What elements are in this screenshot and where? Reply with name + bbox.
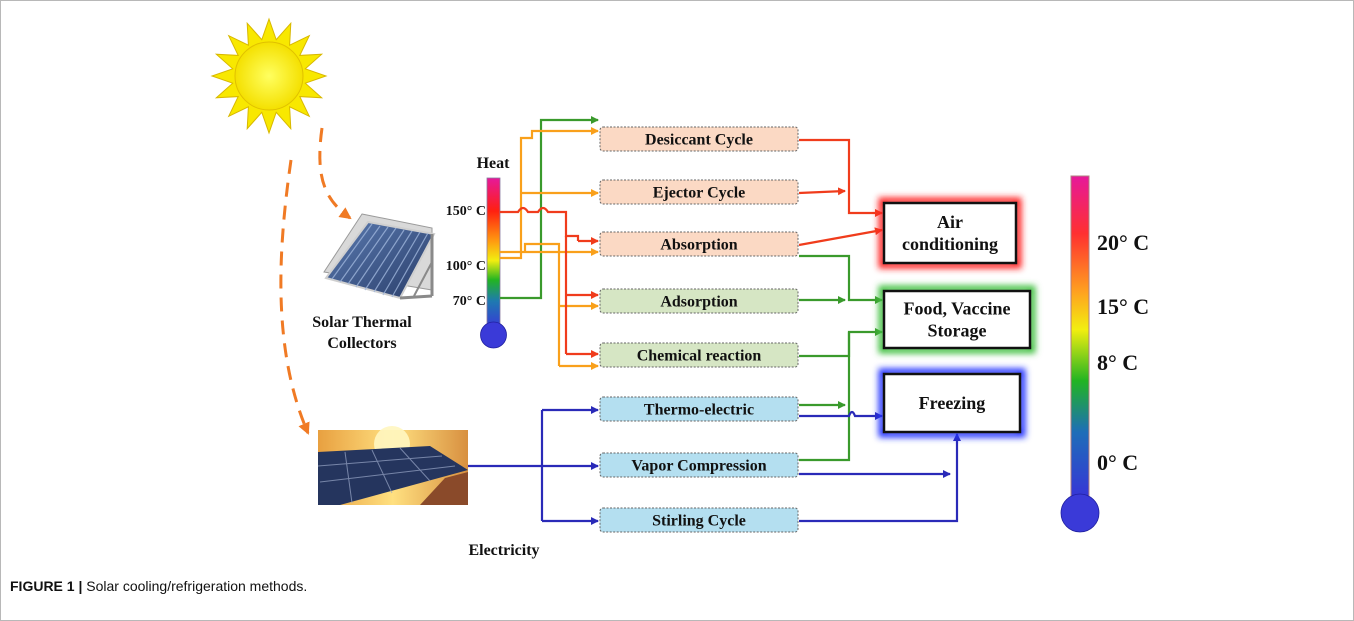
connector-absorption-to-air	[798, 227, 883, 247]
output-box-food-vaccine-storage	[882, 289, 1032, 350]
output-label-freezing-line1: Freezing	[919, 393, 986, 413]
method-label-ejector-cycle: Ejector Cycle	[653, 185, 746, 202]
method-box-thermo-electric	[599, 396, 799, 422]
method-label-adsorption: Adsorption	[660, 294, 737, 311]
heat-title: Heat	[477, 155, 511, 172]
output-glow-food-vaccine-storage	[878, 285, 1036, 354]
scale-temp-8: 8° C	[1097, 350, 1138, 375]
sun-to-pv-arrow	[279, 159, 310, 435]
method-box-chemical-reaction	[599, 342, 799, 368]
collector-label-line2: Collectors	[327, 335, 396, 352]
heat-temp-70: 70° C	[453, 294, 486, 309]
method-label-vapor-compression: Vapor Compression	[631, 458, 766, 475]
connector-chemical-to-food	[799, 328, 883, 358]
scale-temp-20: 20° C	[1097, 230, 1149, 255]
output-label-food-vaccine-storage-line1: Food, Vaccine	[903, 299, 1010, 319]
method-label-stirling-cycle: Stirling Cycle	[652, 513, 746, 530]
method-box-ejector-cycle	[599, 179, 799, 205]
output-box-freezing	[882, 372, 1022, 434]
scale-temp-0: 0° C	[1097, 450, 1138, 475]
figure-caption-text: Solar cooling/refrigeration methods.	[86, 578, 308, 594]
sun-icon	[210, 17, 328, 135]
connector-desiccant-to-air	[799, 138, 883, 217]
sun-to-collector-arrow	[318, 127, 352, 220]
collector-label-line1: Solar Thermal	[312, 314, 412, 331]
figure-caption: FIGURE 1 | Solar cooling/refrigeration m…	[10, 578, 307, 594]
electricity-label: Electricity	[468, 542, 539, 559]
connector-absorption-to-food	[799, 254, 883, 304]
cooling-temperature-scale	[1060, 175, 1100, 533]
method-label-desiccant-cycle: Desiccant Cycle	[645, 132, 753, 149]
photovoltaic-panel-icon	[317, 426, 468, 505]
connector-stirling-to-freezing	[799, 433, 961, 523]
method-label-chemical-reaction: Chemical reaction	[637, 348, 762, 365]
method-box-desiccant-cycle	[599, 126, 799, 152]
heat-temp-100: 100° C	[446, 259, 486, 274]
output-glow-freezing	[878, 368, 1026, 438]
method-box-vapor-compression	[599, 452, 799, 478]
output-label-food-vaccine-storage-line2: Storage	[928, 321, 987, 341]
flow-connectors	[468, 116, 961, 525]
solar-thermal-collector-icon	[323, 213, 436, 300]
method-box-stirling-cycle	[599, 507, 799, 533]
output-label-air-conditioning-line2: conditioning	[902, 234, 998, 254]
connector-100c-to-desiccant	[500, 127, 599, 260]
heat-temp-150: 150° C	[446, 204, 486, 219]
figure-caption-label: FIGURE 1 |	[10, 578, 87, 594]
method-box-adsorption	[599, 288, 799, 314]
output-label-air-conditioning-line1: Air	[937, 212, 963, 232]
method-label-thermo-electric: Thermo-electric	[644, 402, 754, 419]
output-glow-air-conditioning	[878, 197, 1022, 269]
connector-70c-to-desiccant	[500, 116, 599, 300]
connector-thermo-to-freezing	[799, 410, 883, 420]
connector-vapor-to-food	[799, 332, 851, 462]
connector-150c-bus	[500, 206, 580, 241]
method-label-absorption: Absorption	[660, 237, 737, 254]
method-box-absorption	[599, 231, 799, 257]
scale-temp-15: 15° C	[1097, 294, 1149, 319]
connector-ejector-to-air	[798, 187, 846, 196]
output-box-air-conditioning	[882, 201, 1018, 265]
